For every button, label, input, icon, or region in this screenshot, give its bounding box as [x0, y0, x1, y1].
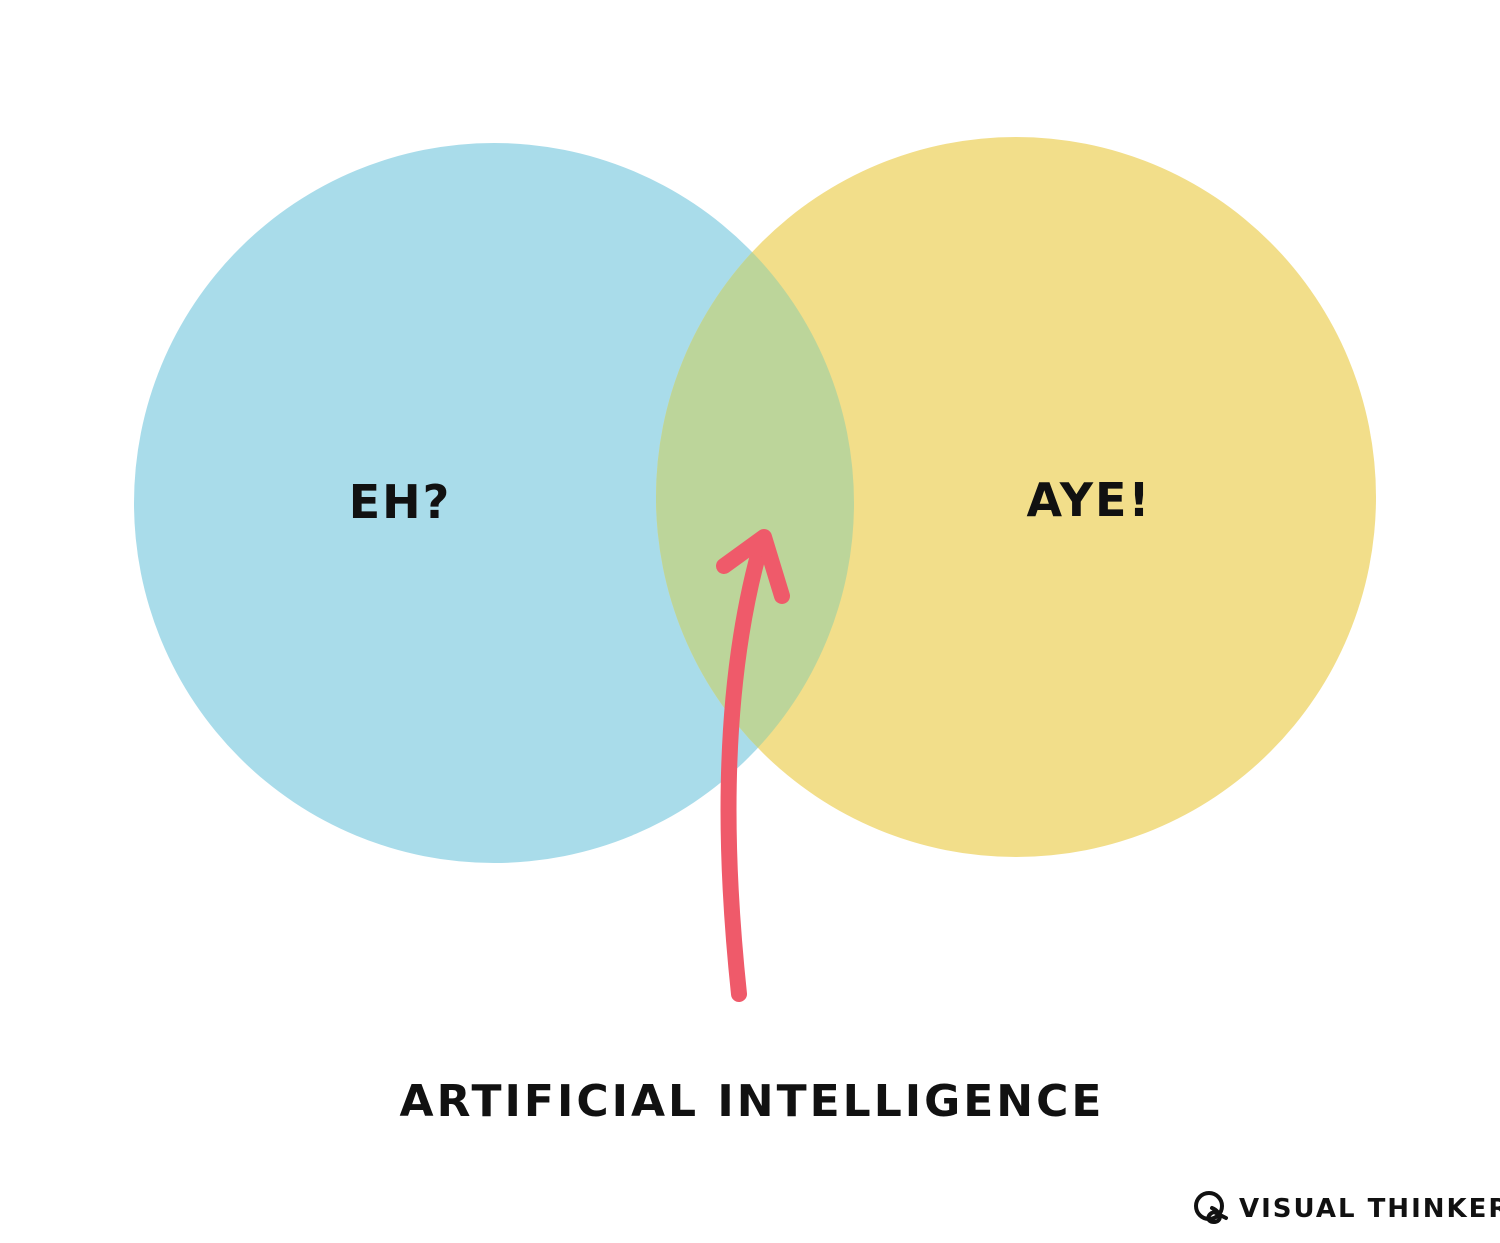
overlap-pointer-label: ARTIFICIAL INTELLIGENCE: [400, 1076, 1105, 1127]
brand-mark: VISUAL THINKERY: [1194, 1191, 1500, 1224]
brand-name: VISUAL THINKERY: [1239, 1194, 1500, 1224]
left-circle-label: EH?: [349, 475, 452, 529]
left-circle: [134, 143, 854, 863]
visual-thinkery-logo-icon: [1194, 1191, 1228, 1224]
pointer-arrow: [716, 529, 790, 1002]
right-circle: [656, 137, 1376, 857]
right-circle-label: AYE!: [1027, 473, 1152, 527]
